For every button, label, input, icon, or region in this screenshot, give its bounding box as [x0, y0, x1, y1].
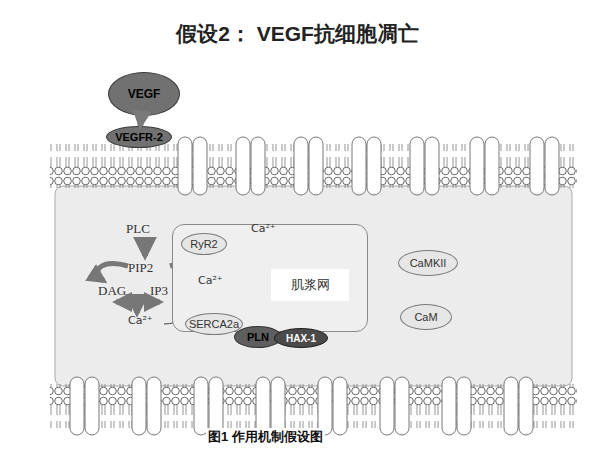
protein-ellipse: CaMKII: [398, 250, 458, 276]
signal-arrow: [140, 116, 141, 126]
channel-proteins-top: [178, 137, 559, 195]
organelle-name: 肌浆网: [271, 269, 349, 301]
cell-body: [55, 186, 572, 386]
pathway-label: PIP2: [128, 260, 153, 276]
pathway-label: DAG: [98, 283, 126, 299]
protein-ellipse: RyR2: [181, 233, 227, 255]
pathway-label: Ca²⁺: [198, 274, 223, 287]
caption: 图1 作用机制假设图: [206, 428, 325, 446]
protein-name: HAX-1: [286, 333, 316, 344]
protein-name: CaMKII: [410, 257, 447, 269]
protein-name: RyR2: [190, 238, 218, 250]
protein-name: VEGF: [128, 87, 161, 101]
protein-ellipse: VEGF: [108, 72, 180, 116]
protein-name: SERCA2a: [189, 318, 239, 330]
pathway-label: IP3: [150, 283, 168, 299]
pathway-label: Ca²⁺: [128, 314, 153, 327]
protein-ellipse: VEGFR-2: [106, 126, 172, 148]
membrane-bottom: [50, 384, 577, 428]
title: 假设2： VEGF抗细胞凋亡: [0, 20, 595, 48]
protein-name: PLN: [247, 331, 269, 343]
protein-ellipse: CaM: [400, 304, 452, 330]
protein-ellipse: SERCA2a: [185, 313, 243, 335]
protein-name: CaM: [414, 311, 437, 323]
pathway-label: PLC: [126, 221, 150, 237]
pathway-label: Ca²⁺: [251, 222, 276, 235]
channel-proteins-bottom: [70, 377, 533, 435]
protein-name: VEGFR-2: [115, 131, 163, 143]
protein-ellipse: HAX-1: [274, 328, 328, 348]
